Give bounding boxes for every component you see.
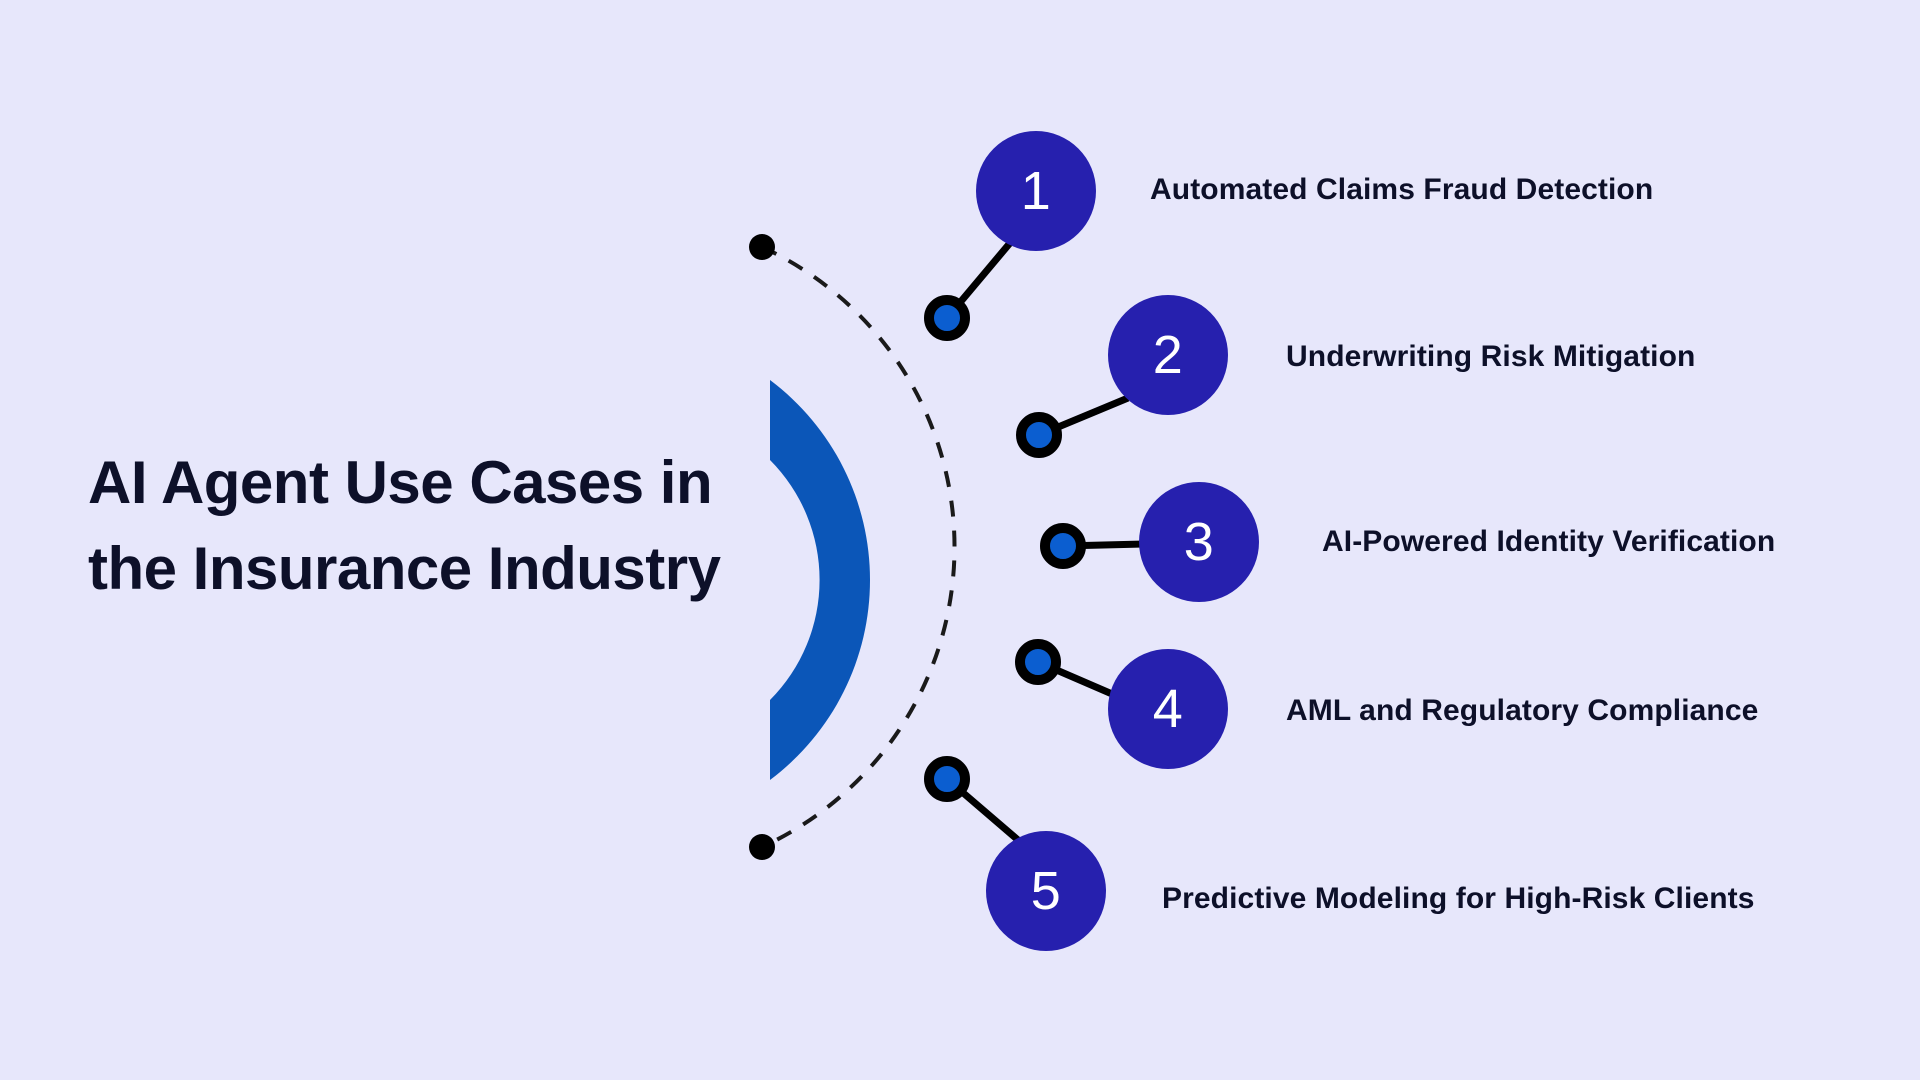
step-badge-4[interactable]: 4	[1108, 649, 1228, 769]
use-case-label-2: Underwriting Risk Mitigation	[1286, 340, 1696, 373]
step-badge-1-number: 1	[1020, 161, 1052, 221]
dashed-arc-path	[761, 245, 957, 849]
step-badge-5-number: 5	[1030, 861, 1062, 921]
arc-node-2[interactable]	[1016, 412, 1062, 458]
step-badge-2[interactable]: 2	[1108, 295, 1228, 415]
step-badge-3[interactable]: 3	[1139, 482, 1259, 602]
use-case-label-3: AI-Powered Identity Verification	[1322, 525, 1776, 558]
step-badge-1[interactable]: 1	[976, 131, 1096, 251]
step-badge-2-number: 2	[1152, 325, 1184, 385]
use-case-label-5: Predictive Modeling for High-Risk Client…	[1162, 882, 1755, 915]
use-case-label-1: Automated Claims Fraud Detection	[1150, 173, 1654, 206]
page-title-line-2: the Insurance Industry	[88, 535, 721, 602]
arc-node-3[interactable]	[1040, 523, 1086, 569]
arc-node-1[interactable]	[924, 295, 970, 341]
step-badge-3-number: 3	[1183, 512, 1215, 572]
arc-node-4[interactable]	[1015, 639, 1061, 685]
use-case-label-4: AML and Regulatory Compliance	[1286, 694, 1759, 727]
arc-node-5[interactable]	[924, 756, 970, 802]
step-badge-4-number: 4	[1152, 679, 1184, 739]
page-title: AI Agent Use Cases in the Insurance Indu…	[88, 440, 808, 612]
step-badge-5[interactable]: 5	[986, 831, 1106, 951]
arc-endpoint-dot-top	[749, 234, 775, 260]
arc-endpoint-dot-bottom	[749, 834, 775, 860]
arc-nodes	[924, 295, 1086, 802]
page-title-line-1: AI Agent Use Cases in	[88, 449, 713, 516]
crescent-arc-shape	[770, 380, 871, 780]
